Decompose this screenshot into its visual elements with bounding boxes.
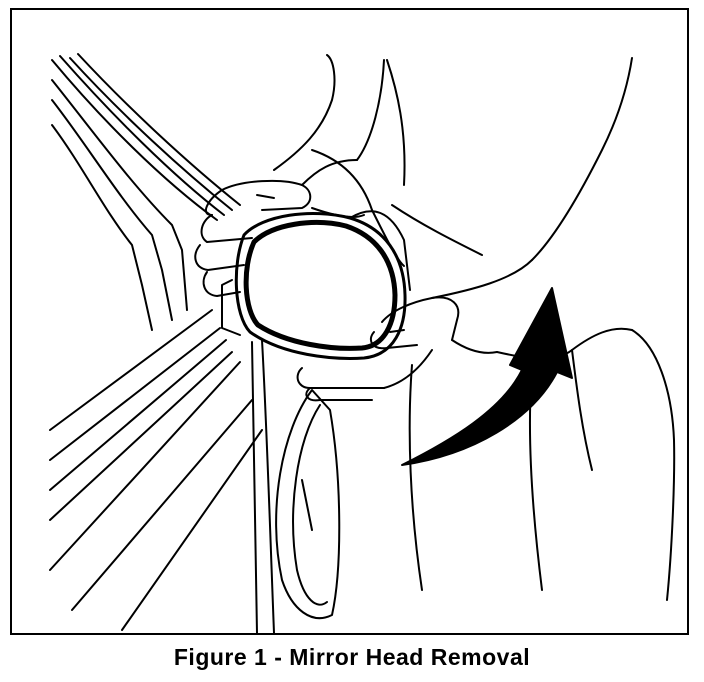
figure-frame [10,8,689,635]
mirror-removal-illustration [49,53,676,633]
removal-arrow-icon [401,287,573,466]
figure-caption: Figure 1 - Mirror Head Removal [173,644,531,670]
right-arm-torso [386,57,676,601]
left-forearm [273,54,405,267]
mirror-housing [221,210,411,360]
window-frame-lines [51,53,241,331]
door-body-lines [49,309,263,631]
door-panel-trim [251,339,341,633]
left-hand [194,159,365,297]
